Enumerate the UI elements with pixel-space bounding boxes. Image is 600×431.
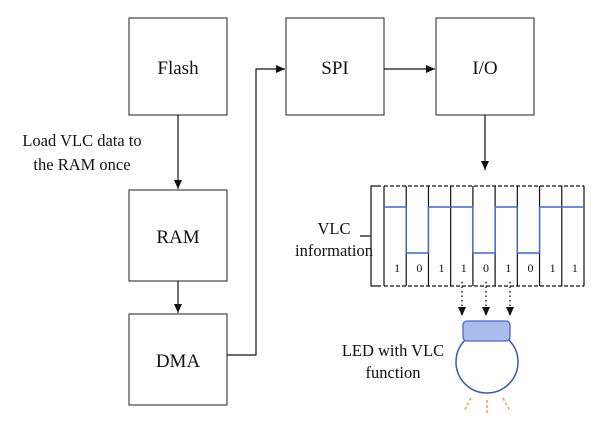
bit-label: 1 [461, 261, 467, 275]
dma-to-spi-arrow [227, 65, 285, 356]
flash-label: Flash [157, 58, 199, 79]
light-ray-left [463, 397, 472, 412]
led-icon [455, 320, 519, 414]
led-note-line2: function [366, 363, 421, 382]
led-note-line1: LED with VLC [342, 341, 444, 360]
light-ray-right [502, 397, 511, 412]
flash-block: Flash [128, 17, 228, 116]
bit-label: 0 [483, 261, 489, 275]
signal-bracket [360, 185, 381, 287]
spi-label: SPI [321, 58, 348, 79]
bit-label: 0 [527, 261, 533, 275]
load-note-line1: Load VLC data to [22, 131, 141, 150]
io-block: I/O [435, 17, 535, 116]
bit-label: 1 [550, 261, 556, 275]
dma-label: DMA [156, 351, 201, 372]
ram-label: RAM [156, 227, 199, 248]
bit-label: 1 [572, 261, 578, 275]
vlc-signal-waveform: 1 0 1 1 0 1 0 1 1 [383, 185, 585, 287]
bit-label: 0 [416, 261, 422, 275]
load-note-line2: the RAM once [33, 155, 130, 174]
bit-label: 1 [505, 261, 511, 275]
ram-block: RAM [128, 189, 228, 282]
signal-trace [384, 206, 584, 254]
vlc-info-line1: VLC [318, 219, 351, 238]
spi-block: SPI [285, 17, 385, 116]
bit-label: 1 [394, 261, 400, 275]
vlc-info-line2: information [295, 241, 373, 260]
led-cap [462, 320, 511, 342]
bit-label: 1 [439, 261, 445, 275]
dma-block: DMA [128, 313, 228, 406]
io-label: I/O [472, 58, 497, 79]
